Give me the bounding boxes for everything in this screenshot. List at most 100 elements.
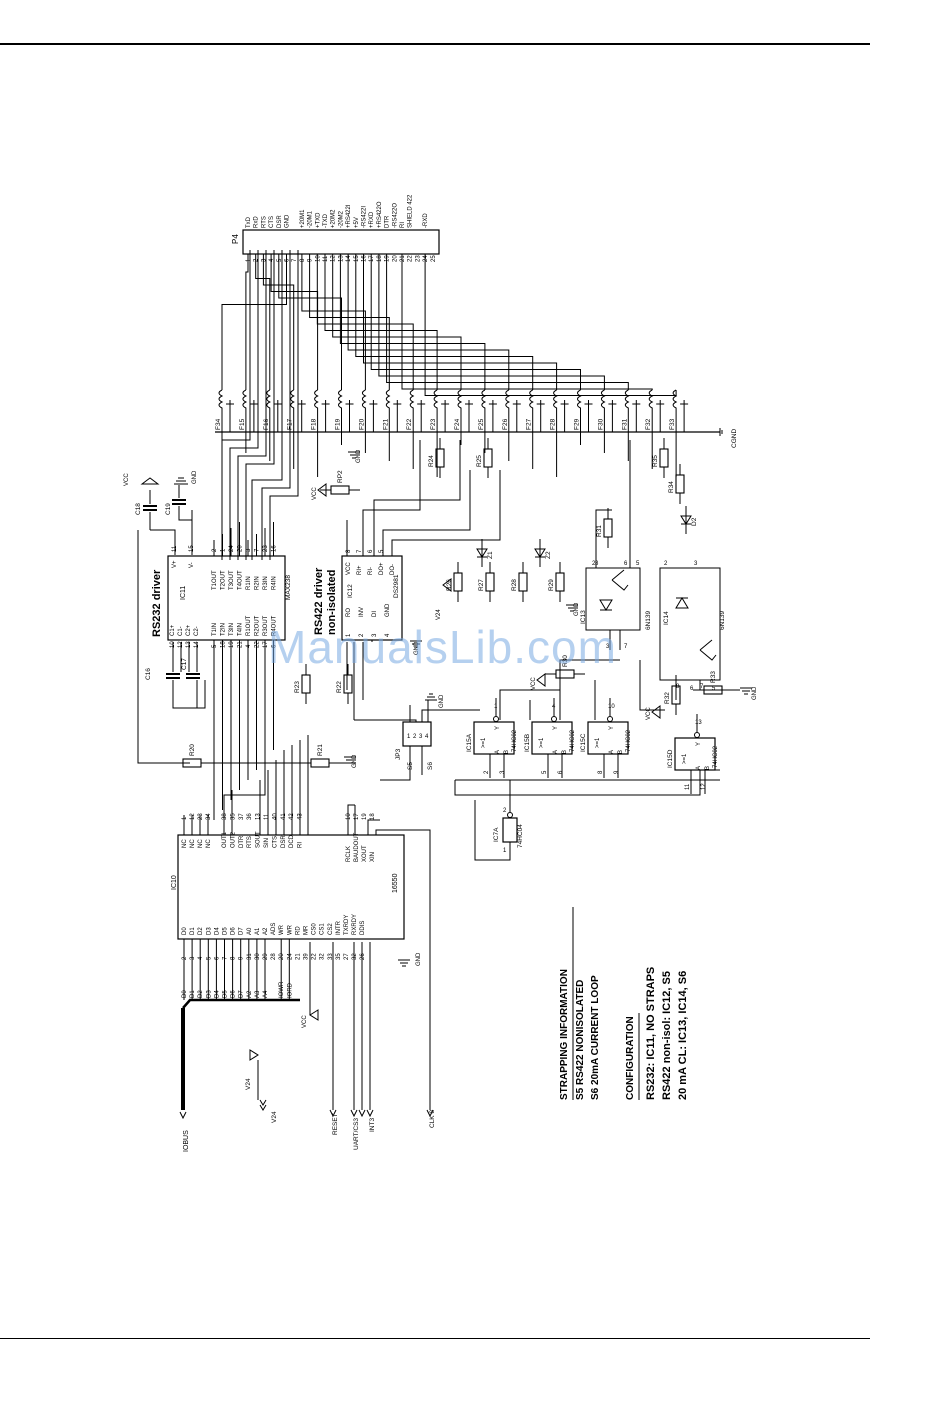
nor-gate-pin-a: A bbox=[696, 766, 702, 770]
nor-gate-bubble bbox=[607, 716, 613, 722]
ic12-wiring: GND bbox=[346, 440, 501, 720]
p4-pin-label: +20M1 bbox=[300, 209, 306, 228]
optocoupler-ic13: IC13 6N139 bbox=[580, 440, 652, 650]
ic10-bus-label: D0 bbox=[182, 990, 188, 998]
ic11-pin-number: 22 bbox=[255, 641, 261, 648]
ic10-pin-label: XOUT bbox=[362, 845, 368, 862]
filter: F34 bbox=[215, 389, 234, 445]
config-heading: CONFIGURATION bbox=[625, 1016, 636, 1100]
v24-label-top: V24 bbox=[245, 1078, 252, 1090]
ic7a-part: 74HC04 bbox=[517, 824, 524, 848]
p4-pin-number: 19 bbox=[385, 255, 391, 262]
ic10-pin-label: MR bbox=[304, 925, 310, 935]
ic11-pin-label: R3OUT bbox=[263, 615, 269, 636]
filter-label: F19 bbox=[335, 418, 342, 430]
gnd-symbol-ic13 bbox=[566, 604, 578, 612]
diode-z2: Z2 bbox=[534, 539, 552, 567]
p4-pin-label: -RXD bbox=[423, 213, 429, 228]
ic13-body bbox=[585, 567, 641, 631]
filter: F27 bbox=[526, 389, 545, 469]
ic10-pin-label: NC bbox=[206, 839, 212, 848]
ic10-pin-number: 18 bbox=[370, 813, 376, 820]
ic11-pin-number: 5 bbox=[212, 644, 218, 648]
opto-pin-number: 7 bbox=[624, 644, 628, 650]
ic11-pin-label: R3IN bbox=[263, 576, 269, 590]
filter: F22 bbox=[406, 389, 426, 469]
filter-label: F15 bbox=[239, 418, 246, 430]
resistor-r24: R24 bbox=[428, 438, 445, 478]
nor-gate-pin-y: Y bbox=[696, 742, 702, 746]
p4-pin-label: +20M2 bbox=[331, 209, 337, 228]
nor-gate-a-pin: 5 bbox=[542, 770, 548, 774]
resistor-label: R31 bbox=[596, 525, 603, 537]
ic10-pin-label: WR bbox=[287, 924, 293, 935]
nor-gate-ref: IC15A bbox=[466, 733, 473, 752]
p4-pin-label: -RS422I bbox=[362, 206, 368, 228]
v24-label-ic12: V24 bbox=[436, 609, 442, 620]
gnd-label-ic10: GND bbox=[416, 952, 422, 966]
ic12-pin-number: 5 bbox=[379, 549, 385, 553]
p4-pin-label: RI bbox=[400, 222, 406, 228]
opto-pin-number: 5 bbox=[712, 686, 716, 692]
p4-pin-label: +RS422O bbox=[377, 201, 383, 228]
nor-gate-pin-y: Y bbox=[553, 726, 559, 730]
ic10-pin-number: 17 bbox=[354, 813, 360, 820]
ic10-pin-number: 1 bbox=[182, 816, 188, 820]
ic10-pin-number: 28 bbox=[271, 953, 277, 960]
p4-pin-label: -RS422O bbox=[392, 203, 398, 228]
nor-gate-body bbox=[674, 737, 716, 771]
ic11-pin-label: V- bbox=[189, 562, 195, 568]
nor-gate-bubble bbox=[493, 716, 499, 722]
ic7a-pin-out: 2 bbox=[503, 808, 507, 814]
filter-label: F30 bbox=[597, 418, 604, 430]
ic11-pin-label: R1OUT bbox=[246, 615, 252, 636]
opto-pin-number: 2 bbox=[592, 561, 596, 567]
filter-coil bbox=[242, 389, 248, 420]
ic10-pin-number: 27 bbox=[344, 953, 350, 960]
cap-c17: C17 bbox=[181, 658, 188, 670]
ic10-pin-number: 29 bbox=[263, 953, 269, 960]
ic10-pin-label: RD bbox=[295, 926, 301, 935]
nor-gate-a-pin: 2 bbox=[484, 770, 490, 774]
resistor-rp2: RP2 bbox=[320, 470, 360, 495]
nor-gate-symbol: >=1 bbox=[481, 737, 487, 748]
ic10-pin-number: 9 bbox=[239, 956, 245, 960]
filter: F31 bbox=[621, 389, 641, 461]
nor-gate-bubble bbox=[551, 716, 557, 722]
ic10-pin-label: D0 bbox=[182, 927, 188, 935]
filter: F21 bbox=[382, 389, 402, 461]
nor-gate-pin-b: B bbox=[504, 750, 510, 754]
resistor-r32: R32 bbox=[664, 675, 681, 715]
ic10-pin-number: 21 bbox=[295, 953, 301, 960]
ic10-pin-label: CS0 bbox=[312, 923, 318, 935]
p4-pin-label: +TXD bbox=[315, 212, 321, 228]
resistor-label: R34 bbox=[668, 481, 675, 493]
ic10-pin-label: SIN bbox=[264, 838, 270, 848]
ic11-pin-number: 1 bbox=[221, 548, 227, 552]
jp3-pin2: 2 bbox=[413, 734, 417, 740]
ic10-pin-label: BAUDOUT bbox=[354, 832, 360, 862]
ic10-pin-number: 26 bbox=[360, 953, 366, 960]
misc-wiring: VCC VCC V24 VCC GND GND GND GND bbox=[205, 250, 758, 796]
gnd-label-r21: GND bbox=[352, 754, 358, 768]
filter-coil bbox=[409, 389, 415, 420]
resistor-r29: R29 bbox=[548, 562, 565, 602]
ic10-pin-label: DDIS bbox=[360, 921, 366, 935]
p4-pin-number: 2 bbox=[254, 258, 260, 262]
opto-pin-number: 8 bbox=[676, 684, 680, 690]
connector-wire bbox=[309, 254, 390, 390]
resistor-label: R26 bbox=[446, 579, 453, 591]
ic12-pin-label: RO bbox=[346, 608, 352, 617]
ic10-pin-number: 4 bbox=[198, 956, 204, 960]
ic10-pin-number: 24 bbox=[287, 953, 293, 960]
strap-heading: STRAPPING INFORMATION bbox=[559, 969, 570, 1100]
iobus-diag bbox=[182, 998, 300, 1009]
filter-label: F31 bbox=[621, 418, 628, 430]
nor-gate-ref: IC15B bbox=[524, 734, 531, 752]
nor-gate-wire bbox=[547, 698, 563, 778]
ic10-pin-label: OUT1 bbox=[222, 831, 228, 848]
